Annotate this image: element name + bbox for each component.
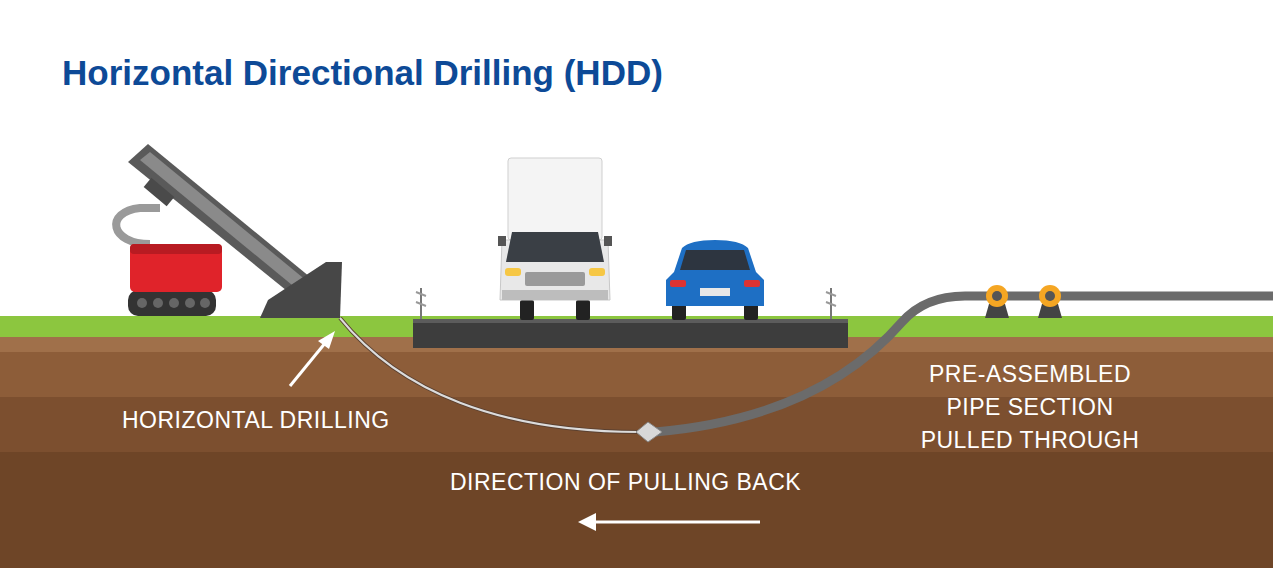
roller <box>1039 285 1061 307</box>
annotation-label: HORIZONTAL DRILLING <box>122 404 442 437</box>
bore <box>340 296 1273 442</box>
hose <box>116 208 160 244</box>
tail-light <box>670 280 686 287</box>
rig-body-top <box>130 244 222 254</box>
headlight <box>589 268 605 276</box>
rig-anchor <box>260 262 342 318</box>
truck-box <box>508 158 602 240</box>
leader-arrow <box>290 342 326 386</box>
guard-post <box>416 292 426 306</box>
ground <box>0 316 1273 568</box>
wheel <box>520 300 534 320</box>
diagram-title: Horizontal Directional Drilling (HDD) <box>62 52 1062 94</box>
tail-light <box>744 280 760 287</box>
roller <box>986 285 1008 307</box>
rear-window <box>680 250 750 270</box>
pipe-rollers <box>985 285 1062 318</box>
arrowhead <box>578 513 596 531</box>
car-body <box>666 240 764 306</box>
carriage <box>144 178 175 206</box>
roller-hub <box>992 291 1002 301</box>
road-edge <box>413 319 848 323</box>
rig-body <box>130 244 222 292</box>
grille <box>525 272 585 286</box>
mirror <box>604 236 612 246</box>
annotation-label: DIRECTION OF PULLING BACK <box>450 466 870 499</box>
headlight <box>505 268 521 276</box>
bumper <box>502 290 608 300</box>
road <box>413 288 848 348</box>
plate <box>700 288 730 296</box>
drill-rig <box>116 144 342 318</box>
mirror <box>498 236 506 246</box>
road-surface <box>413 319 848 348</box>
soil <box>0 336 1273 568</box>
pull-back-arrow <box>592 521 760 524</box>
track-wheels <box>137 298 210 308</box>
windshield <box>506 232 604 262</box>
roller-hub <box>1045 291 1055 301</box>
reamer <box>636 422 662 442</box>
truck <box>498 158 612 320</box>
wheel <box>576 300 590 320</box>
arrowhead <box>318 331 335 349</box>
guard-post <box>826 292 836 306</box>
annotation-label: PRE-ASSEMBLED PIPE SECTION PULLED THROUG… <box>900 358 1160 457</box>
track <box>128 290 216 316</box>
car <box>666 240 764 320</box>
